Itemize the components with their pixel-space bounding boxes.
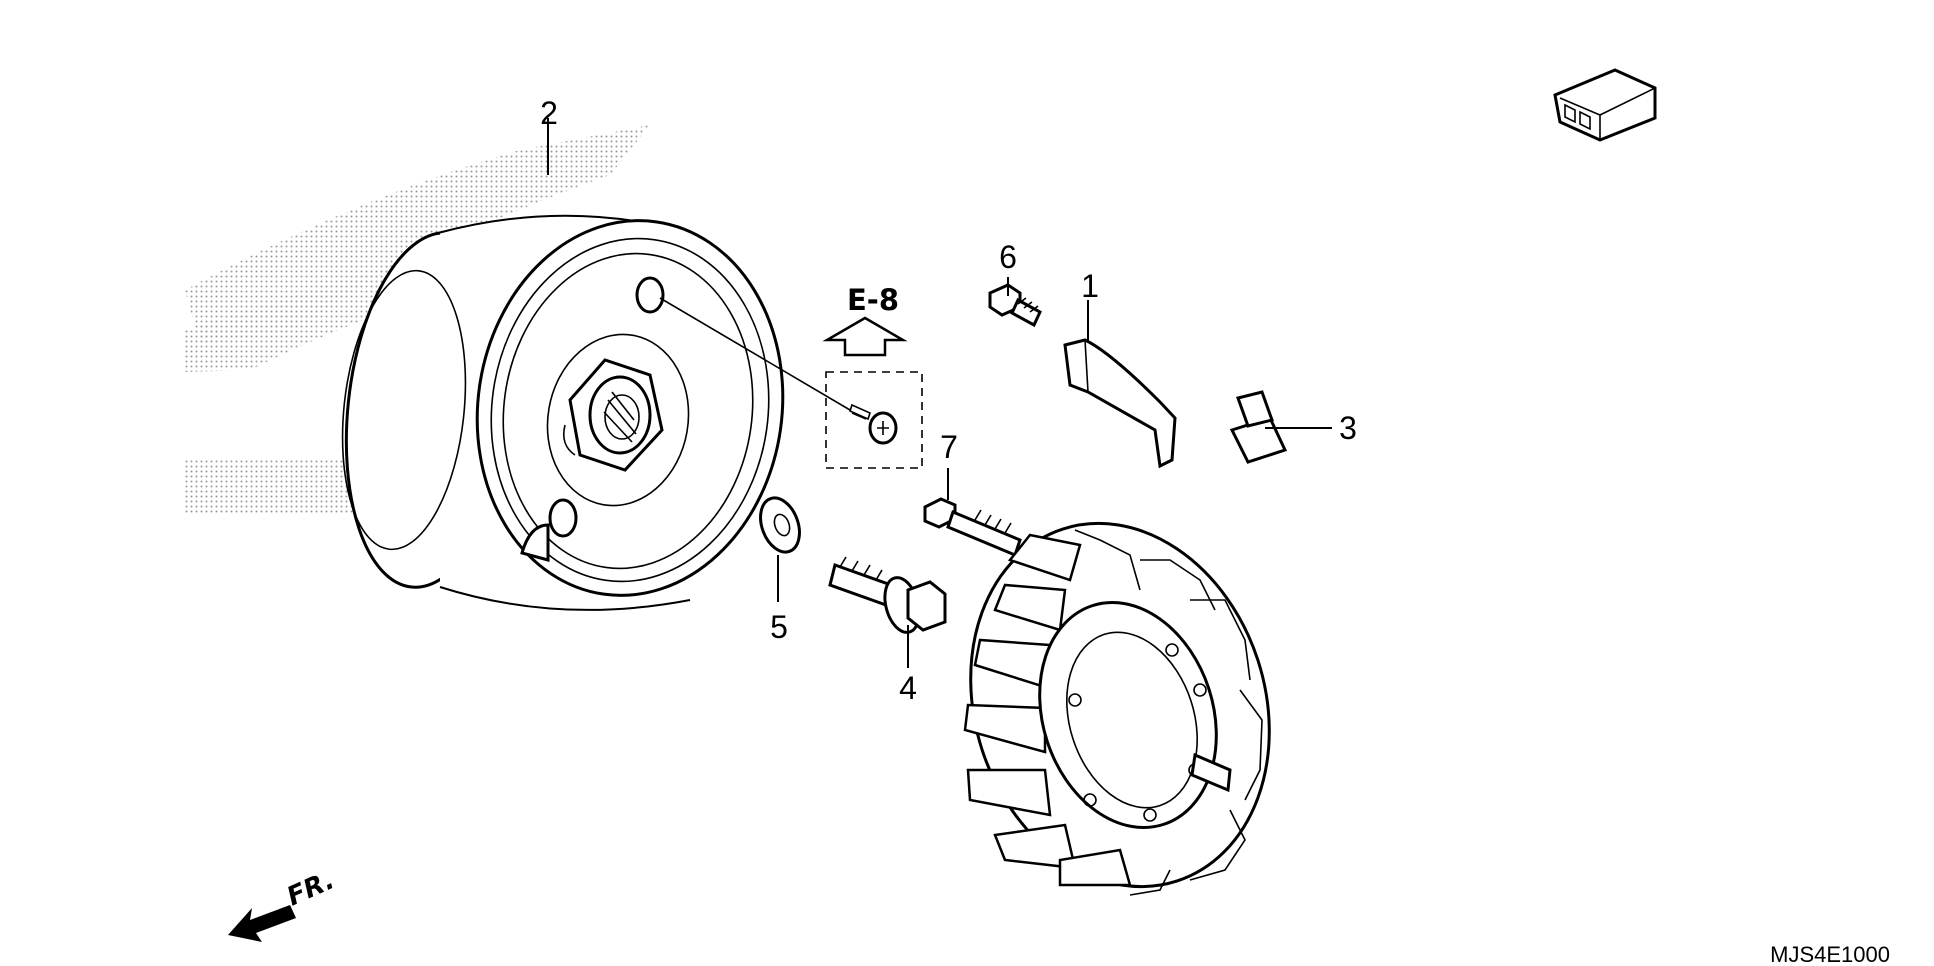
washer-5 (759, 496, 801, 554)
up-arrow-icon (822, 316, 908, 357)
callout-6: 6 (999, 239, 1017, 275)
callout-2: 2 (540, 95, 558, 131)
clamp-plate-1 (1063, 338, 1177, 469)
flange-bolt-4 (828, 556, 947, 634)
callout-7: 7 (940, 429, 958, 465)
callout-4: 4 (899, 670, 917, 706)
front-label: FR. (283, 865, 339, 912)
leader-lines (547, 118, 1332, 668)
callout-3: 3 (1339, 410, 1357, 446)
bolt-6 (988, 283, 1042, 328)
front-direction-arrow-icon (228, 905, 296, 942)
flywheel-rotor (341, 214, 851, 618)
callout-1: 1 (1081, 268, 1099, 304)
callout-5: 5 (770, 609, 788, 645)
reference-label: E-8 (847, 283, 899, 317)
diagram-code: MJS4E1000 (1770, 942, 1890, 966)
e8-reference-box (825, 371, 923, 469)
stator-3 (963, 68, 1657, 896)
bolt-7 (923, 497, 1022, 558)
